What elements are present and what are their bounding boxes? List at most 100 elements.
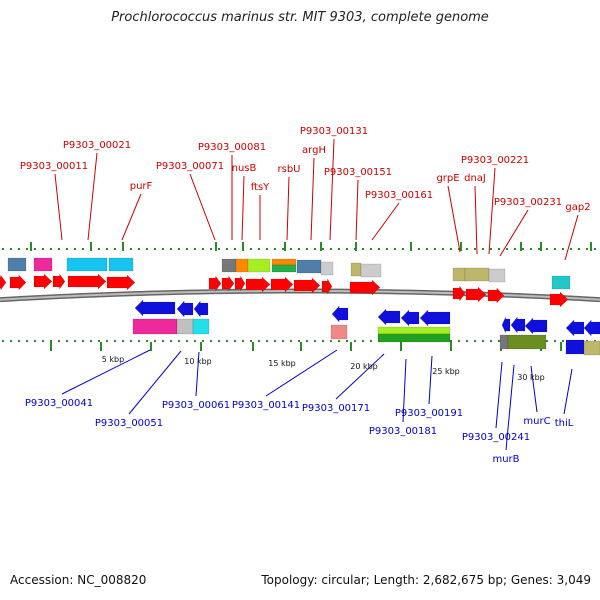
tick-mark	[122, 242, 124, 251]
leader-line	[54, 173, 63, 241]
feature-box	[330, 324, 348, 340]
guide-dot	[370, 248, 372, 250]
guide-dot	[578, 248, 580, 250]
guide-dot	[194, 340, 196, 342]
guide-dot	[18, 248, 20, 250]
leader-line	[310, 157, 315, 241]
guide-dot	[314, 248, 316, 250]
guide-dot	[258, 340, 260, 342]
gene-label: P9303_00191	[395, 408, 463, 419]
guide-dot	[490, 248, 492, 250]
guide-dot	[330, 340, 332, 342]
guide-dot	[58, 340, 60, 342]
guide-dot	[362, 340, 364, 342]
feature-box	[583, 340, 600, 356]
gene-label: P9303_00071	[156, 161, 224, 172]
feature-box	[507, 334, 547, 350]
guide-dot	[218, 340, 220, 342]
reverse-gene-arrow	[193, 300, 209, 318]
forward-gene-arrow	[452, 285, 466, 302]
map-title: Prochlorococcus marinus str. MIT 9303, c…	[111, 10, 489, 25]
guide-dot	[178, 248, 180, 250]
guide-dot	[10, 248, 12, 250]
feature-box	[271, 264, 297, 273]
guide-dot	[170, 340, 172, 342]
guide-dot	[178, 340, 180, 342]
guide-dot	[554, 340, 556, 342]
forward-gene-arrow	[221, 275, 235, 292]
reverse-gene-arrow	[565, 319, 585, 337]
tick-mark	[242, 242, 244, 251]
leader-line	[402, 358, 407, 423]
gene-label: ftsY	[251, 182, 270, 193]
reverse-gene-arrow	[510, 316, 526, 334]
leader-line	[371, 202, 400, 241]
guide-dot	[514, 248, 516, 250]
feature-box	[176, 318, 194, 335]
gene-label: P9303_00141	[232, 400, 300, 411]
guide-dot	[450, 340, 452, 342]
tick-mark	[30, 242, 32, 251]
guide-dot	[138, 248, 140, 250]
tick-mark	[100, 342, 102, 351]
guide-dot	[442, 248, 444, 250]
tick-mark	[150, 342, 152, 351]
forward-gene-arrow	[321, 278, 333, 295]
guide-dot	[250, 248, 252, 250]
forward-gene-arrow	[245, 276, 271, 293]
feature-box	[452, 267, 466, 282]
guide-dot	[490, 340, 492, 342]
guide-dot	[386, 248, 388, 250]
guide-dot	[466, 248, 468, 250]
reverse-gene-arrow	[583, 319, 600, 337]
leader-line	[499, 209, 529, 257]
guide-dot	[450, 248, 452, 250]
feature-box	[132, 318, 178, 335]
forward-gene-arrow	[349, 279, 381, 296]
leader-line	[447, 185, 461, 253]
leader-line	[428, 355, 433, 405]
tick-mark	[520, 242, 522, 251]
guide-dot	[498, 248, 500, 250]
gene-label: P9303_00081	[198, 142, 266, 153]
feature-boxes	[7, 257, 600, 356]
forward-gene-arrow	[9, 274, 27, 291]
guide-dot	[314, 340, 316, 342]
guide-dot	[266, 248, 268, 250]
forward-gene-arrow	[293, 277, 321, 294]
guide-dot	[402, 248, 404, 250]
tick-mark	[300, 342, 302, 351]
guide-dot	[562, 340, 564, 342]
guide-dot	[58, 248, 60, 250]
guide-dot	[394, 248, 396, 250]
guide-dot	[186, 248, 188, 250]
guide-dot	[426, 248, 428, 250]
scale-label: 15 kbp	[268, 359, 296, 368]
gene-label: gap2	[565, 202, 590, 213]
leader-line	[241, 175, 245, 241]
forward-gene-arrow	[208, 275, 222, 292]
feature-box	[7, 257, 27, 272]
guide-dot	[122, 340, 124, 342]
reverse-gene-arrow	[377, 308, 401, 326]
reverse-gene-arrow	[176, 300, 194, 318]
guide-dot	[418, 248, 420, 250]
guide-dot	[242, 340, 244, 342]
feature-box	[192, 318, 210, 335]
guide-dot	[82, 248, 84, 250]
scale-label: 5 kbp	[102, 355, 124, 364]
guide-dot	[378, 248, 380, 250]
guide-dot	[498, 340, 500, 342]
forward-gene-arrow	[33, 273, 53, 290]
gene-arrows	[0, 273, 600, 337]
guide-dot	[74, 340, 76, 342]
reverse-gene-arrow	[331, 305, 349, 323]
gene-label: P9303_00011	[20, 161, 88, 172]
guide-dot	[202, 248, 204, 250]
genome-backbone	[0, 288, 600, 303]
guide-dot	[258, 248, 260, 250]
gene-label: P9303_00171	[302, 403, 370, 414]
reverse-gene-arrow	[400, 309, 420, 327]
guide-dot	[282, 248, 284, 250]
